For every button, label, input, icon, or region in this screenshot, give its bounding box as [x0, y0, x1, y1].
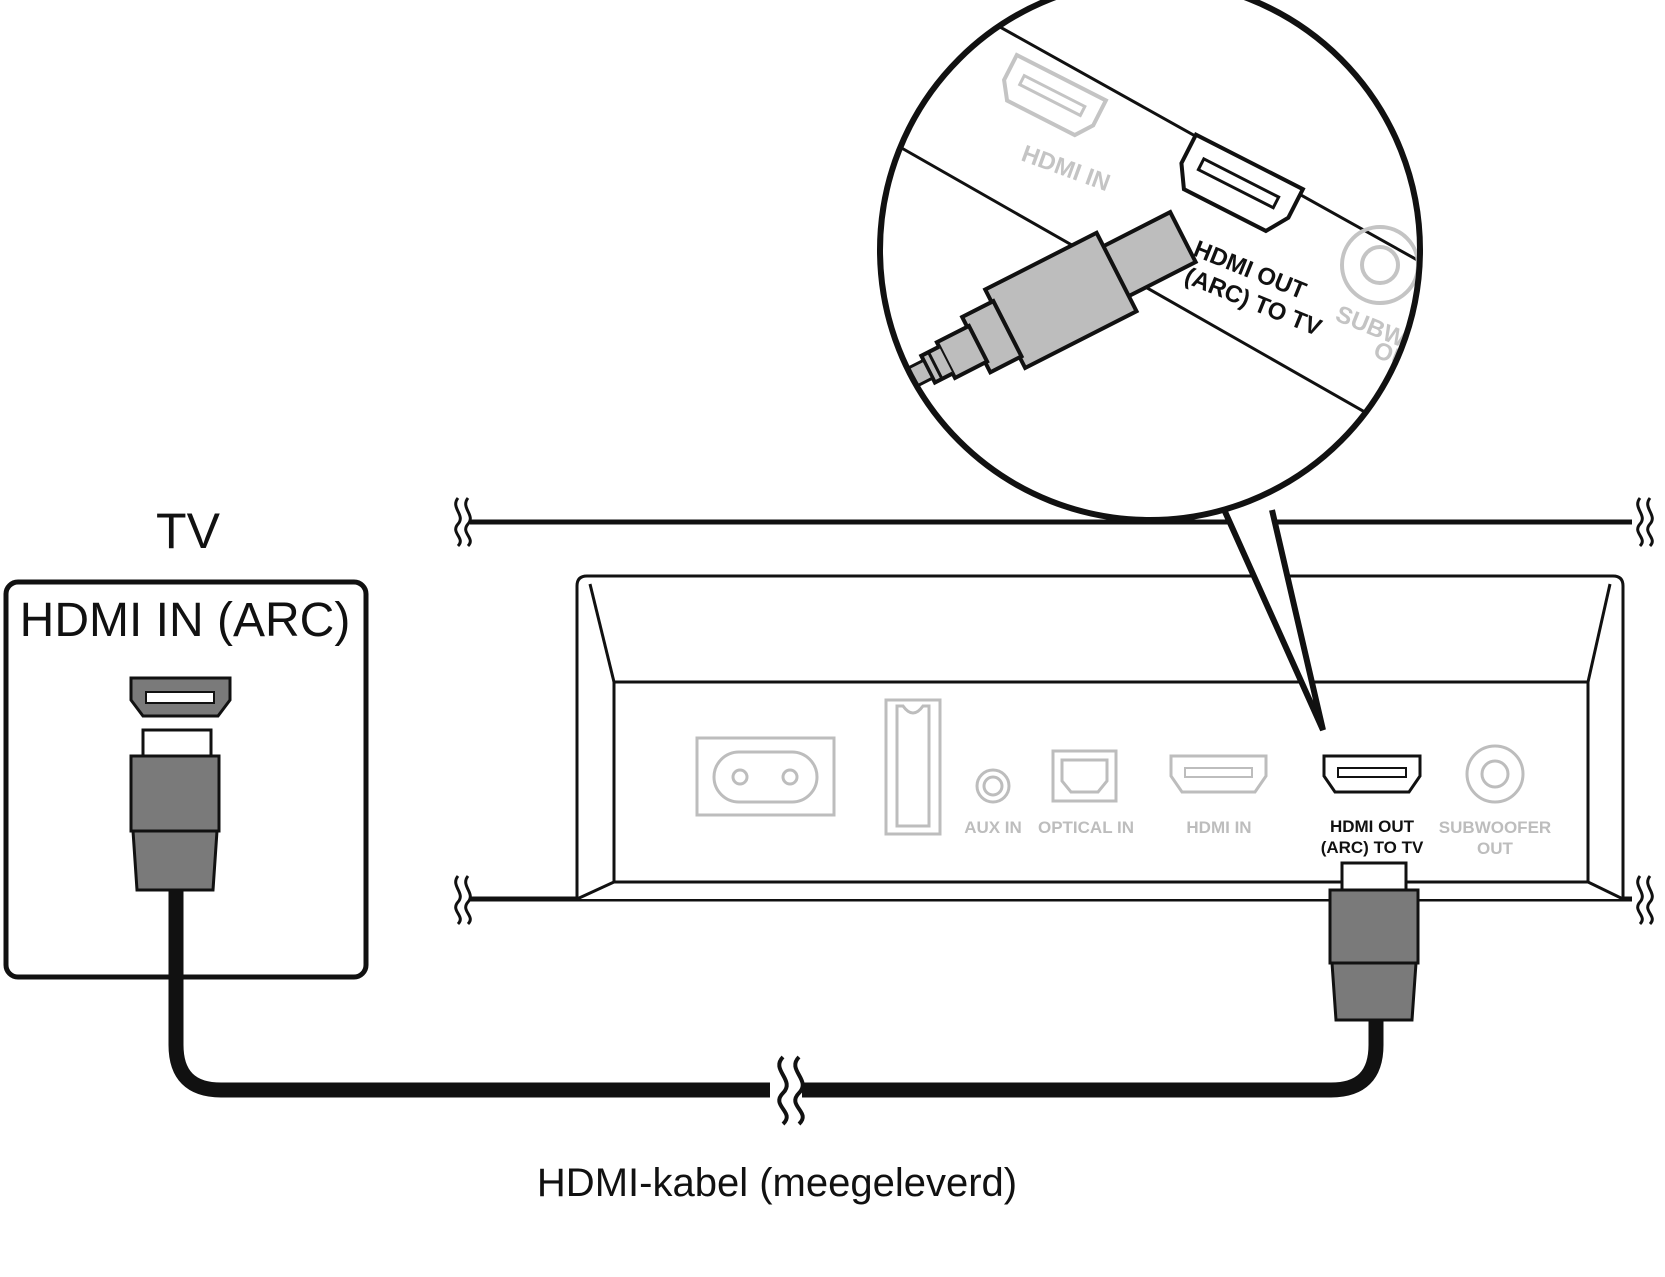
subwoofer-out-jack-icon	[1465, 744, 1525, 804]
device-hdmi-plug-icon	[1328, 861, 1420, 1022]
shelf-top-line	[454, 497, 1654, 548]
tv-port-label: HDMI IN (ARC)	[20, 594, 351, 647]
optical-in-port-icon	[1051, 749, 1118, 803]
optical-in-label: OPTICAL IN	[1038, 818, 1134, 837]
device-rear-outline	[575, 574, 1625, 901]
hdmi-out-arc-port-icon	[1322, 754, 1422, 794]
subwoofer-out-label-line1: SUBWOOFER	[1439, 818, 1551, 837]
hdmi-out-arc-label-line1: HDMI OUT	[1330, 817, 1415, 836]
hdmi-out-arc-label-line2: (ARC) TO TV	[1321, 838, 1424, 857]
hdmi-in-label: HDMI IN	[1186, 818, 1251, 837]
zoom-callout-pointer	[1219, 503, 1326, 732]
zoom-callout-circle	[877, 0, 1423, 523]
zoom-hdmi-out-port-icon	[1179, 132, 1306, 234]
zoom-hdmi-in-port-icon	[1002, 52, 1109, 138]
tv-hdmi-plug-icon	[129, 728, 221, 892]
aux-in-jack-icon	[975, 768, 1011, 804]
zoom-hdmi-plug-icon	[880, 209, 1199, 402]
power-inlet-icon	[695, 736, 836, 817]
subwoofer-out-label-line2: OUT	[1477, 839, 1514, 858]
aux-in-label: AUX IN	[964, 818, 1022, 837]
hdmi-in-port-icon	[1169, 754, 1268, 794]
cable-label: HDMI-kabel (meegeleverd)	[537, 1161, 1017, 1205]
service-slot-icon	[884, 698, 942, 836]
tv-title: TV	[156, 503, 221, 559]
cable-break-mark	[770, 1055, 805, 1126]
tv-hdmi-port-icon	[129, 676, 232, 718]
